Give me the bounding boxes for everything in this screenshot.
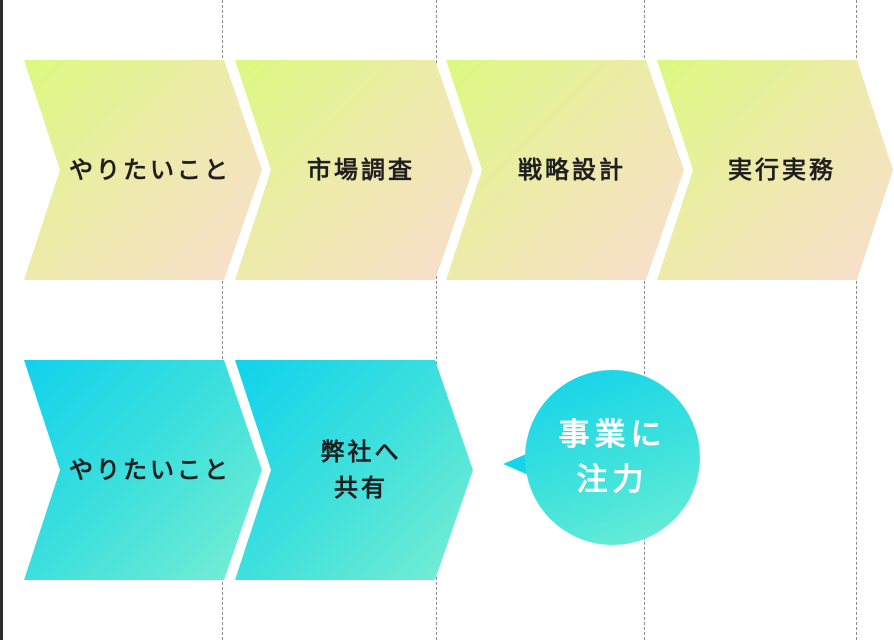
top-step-1-label: やりたいこと [69, 156, 231, 184]
top-step-2-label: 市場調査 [307, 156, 415, 184]
top-step-2: 市場調査 [235, 60, 473, 280]
bottom-step-2: 弊社へ 共有 [235, 360, 473, 580]
column-divider-1 [222, 0, 223, 640]
top-step-3-label: 戦略設計 [518, 156, 626, 184]
callout-bubble-label: 事業に 注力 [558, 416, 667, 498]
left-edge-border [0, 0, 3, 640]
bottom-step-2-label: 弊社へ 共有 [320, 438, 402, 502]
column-divider-2 [436, 0, 437, 640]
callout-bubble: 事業に 注力 [525, 370, 700, 545]
top-step-3: 戦略設計 [446, 60, 684, 280]
top-step-4-label: 実行実務 [728, 156, 836, 184]
column-divider-4 [856, 0, 857, 640]
bottom-step-1: やりたいこと [24, 360, 262, 580]
column-divider-3 [644, 0, 645, 640]
top-step-4: 実行実務 [657, 60, 893, 280]
top-step-1: やりたいこと [24, 60, 262, 280]
bottom-step-1-label: やりたいこと [69, 456, 231, 484]
